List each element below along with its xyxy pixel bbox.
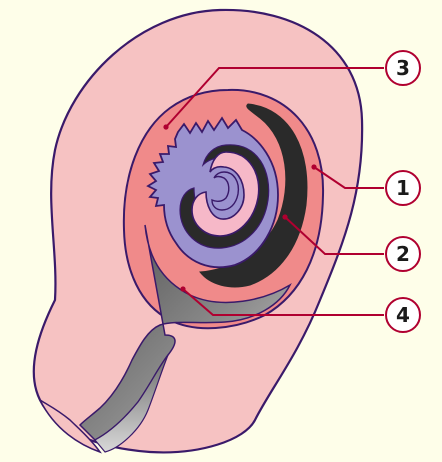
callout-4-number: 4 [396,303,410,327]
callout-1-number: 1 [396,176,410,200]
callout-2-number: 2 [396,242,410,266]
callout-1-dot [311,164,316,169]
callout-2-dot [282,214,287,219]
callout-3-number: 3 [396,56,410,80]
callout-4-dot [180,286,185,291]
callout-3-dot [163,124,168,129]
